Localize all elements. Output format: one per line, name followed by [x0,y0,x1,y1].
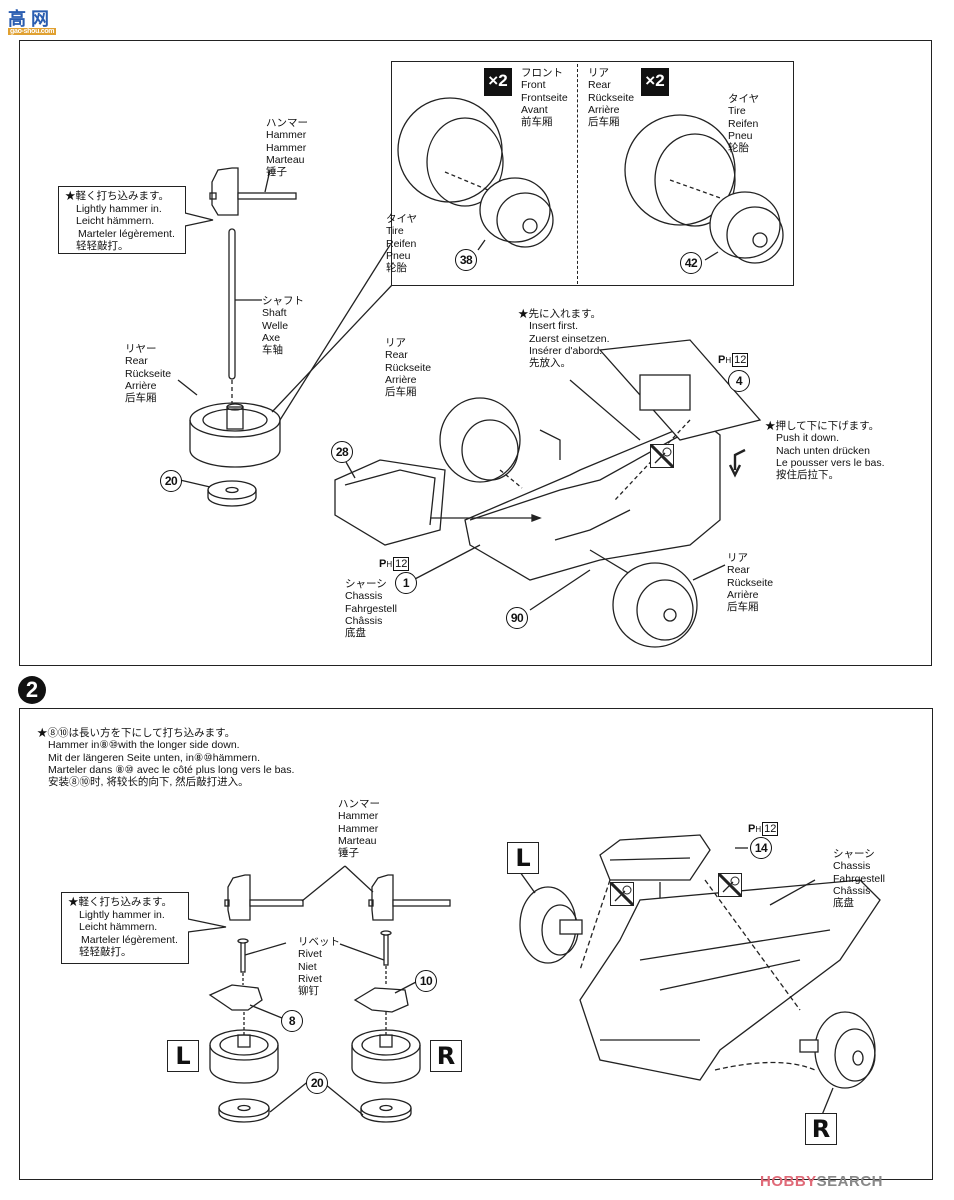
side-marker-left-front: L [507,842,539,874]
push-down-note: ★押して下に下げます。 Push it down. Nach unten drü… [765,420,885,482]
hammer-label: ハンマー Hammer Hammer Marteau 锤子 [266,117,308,179]
front-chassis-icon [579,834,881,1081]
no-glue-icon-left [609,881,635,907]
upright-10-icon [353,981,417,1013]
step-number-2: 2 [18,676,46,704]
rear-left-label: リア Rear Rückseite Arrière 后车厢 [385,337,432,399]
part-number-14: 14 [750,837,772,859]
side-marker-right: R [430,1040,462,1072]
rear-quantity-badge: ×2 [641,68,669,96]
part-number-20: 20 [160,470,182,492]
shaft-label: シャフト Shaft Welle Axe 车轴 [262,295,304,357]
tire-inset-box [391,61,794,286]
engine-part-28-icon [334,459,542,546]
no-glue-icon [649,443,675,469]
step2-hammer-label: ハンマー Hammer Hammer Marteau 锤子 [338,798,380,860]
side-marker-right-front: R [805,1113,837,1145]
tire-label-left: タイヤ Tire Reifen Pneu 轮胎 [386,213,418,275]
upright-8-icon [208,984,283,1019]
lightly-hammer-callout: ★軽く打ち込みます。 Lightly hammer in. Leicht häm… [58,186,186,254]
shaft-icon [228,228,262,405]
hobby-search-watermark: HOBBYSEARCH [760,1173,884,1190]
hammer-left-icon [224,874,304,921]
part-number-8: 8 [281,1010,303,1032]
part-number-20b: 20 [306,1072,328,1094]
part-number-1: 1 [395,572,417,594]
no-glue-icon-right [717,872,743,898]
inset-rear-label: リア Rear Rückseite Arrière 后车厢 [588,67,635,129]
hammer-icon [209,167,297,216]
part-number-42: 42 [680,252,702,274]
watermark-cjk: 高 网 [8,9,50,29]
step2-callout-pointer [188,918,227,933]
part-number-4: 4 [728,370,750,392]
front-wheel-right-icon [799,1011,876,1116]
front-wheel-38-icon [477,177,554,251]
rear-wheel-right-icon [612,562,726,648]
rear-wheel-label: リヤー Rear Rückseite Arrière 后车厢 [125,343,172,405]
watermark-logo: 高 网 gao-shou.com [8,5,68,37]
part-number-28: 28 [331,441,353,463]
side-marker-left: L [167,1040,199,1072]
hub-right-icon [360,1098,412,1123]
insert-first-note: ★先に入れます。 Insert first. Zuerst einsetzen.… [518,308,610,370]
step2-frame [19,708,933,1180]
rivet-label: リベット Rivet Niet Rivet 铆钉 [298,936,340,998]
step2-instruction: ★⑧⑩は長い方を下にして打ち込みます。 Hammer in⑧⑩with the … [37,727,295,789]
hub-left-icon [218,1098,270,1123]
rear-wheel-42-icon [704,191,784,264]
hub-cap-20-icon [179,479,257,507]
watermark-url: gao-shou.com [8,28,57,35]
wheel-right-icon [351,1012,421,1084]
front-wheel-left-icon [519,871,583,964]
step2-lightly-hammer-callout: ★軽く打ち込みます。 Lightly hammer in. Leicht häm… [61,892,189,964]
part-number-90: 90 [506,607,528,629]
front-tire-icon [397,97,504,207]
tire-label-right: タイヤ Tire Reifen Pneu 轮胎 [728,93,760,155]
callout-pointer [185,212,214,227]
inset-divider [577,64,578,284]
step2-chassis-label: シャーシ Chassis Fahrgestell Châssis 底盘 [833,848,885,910]
rear-right-label: リア Rear Rückseite Arrière 后车厢 [727,552,774,614]
front-label: フロント Front Frontseite Avant 前车厢 [521,67,568,129]
part-number-38: 38 [455,249,477,271]
step1-frame [19,40,932,666]
rear-tire-icon [624,114,741,227]
rear-wheel-icon [177,379,281,468]
part-number-10: 10 [415,970,437,992]
wheel-left-icon [209,1012,279,1084]
front-quantity-badge: ×2 [484,68,512,96]
chassis-label: シャーシ Chassis Fahrgestell Châssis 底盘 [345,578,397,640]
